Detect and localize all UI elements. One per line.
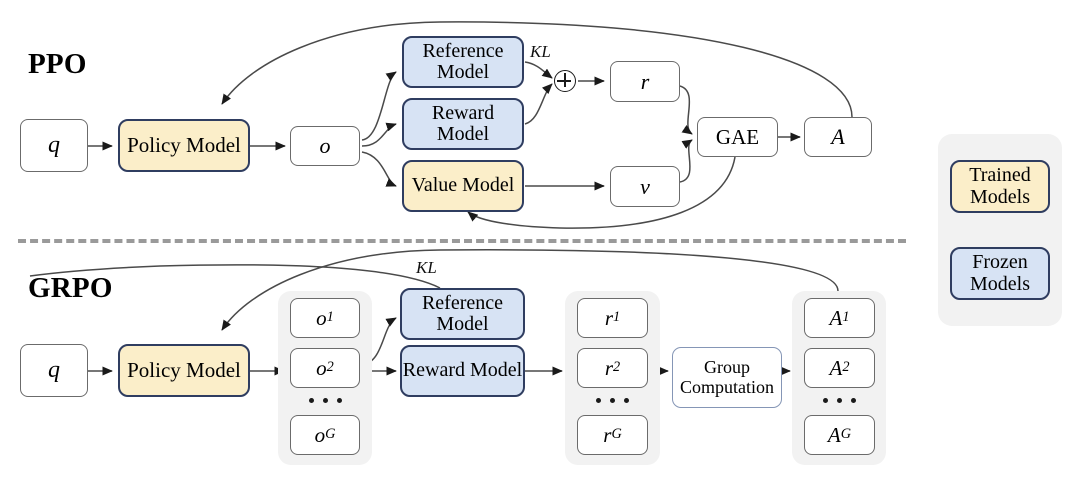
grpo-output-2-base: o [316, 355, 327, 380]
grpo-advantage-ellipsis [804, 392, 875, 408]
grpo-output-ellipsis [290, 392, 360, 408]
grpo-advantage-2-base: A [829, 355, 843, 380]
grpo-output-g-sub: G [325, 426, 336, 443]
grpo-output-1-base: o [316, 305, 327, 330]
ppo-node-r[interactable]: r [610, 61, 680, 102]
grpo-node-group-computation[interactable]: Group Computation [672, 347, 782, 408]
ppo-node-reference-model[interactable]: Reference Model [402, 36, 524, 88]
grpo-node-q[interactable]: q [20, 344, 88, 397]
section-divider [18, 239, 906, 243]
ppo-node-v[interactable]: v [610, 166, 680, 207]
grpo-advantage-1-base: A [829, 305, 843, 330]
grpo-reward-g-base: r [603, 422, 612, 447]
ppo-node-value-model[interactable]: Value Model [402, 160, 524, 212]
grpo-reward-ellipsis [577, 392, 648, 408]
ppo-kl-label: KL [530, 42, 551, 61]
grpo-output-2-sub: 2 [326, 359, 334, 376]
ppo-node-reward-model[interactable]: Reward Model [402, 98, 524, 150]
grpo-reward-2-base: r [604, 355, 614, 380]
grpo-node-reference-model[interactable]: Reference Model [400, 288, 525, 340]
legend-frozen-models: Frozen Models [950, 247, 1050, 300]
grpo-advantage-g-base: A [827, 422, 841, 447]
ppo-node-gae[interactable]: GAE [697, 117, 778, 157]
grpo-kl-label: KL [416, 258, 437, 277]
ppo-node-policy-model[interactable]: Policy Model [118, 119, 250, 172]
grpo-reward-g-sub: G [611, 426, 622, 443]
ppo-node-a[interactable]: A [804, 117, 872, 157]
grpo-node-policy-model[interactable]: Policy Model [118, 344, 250, 397]
ppo-node-o[interactable]: o [290, 126, 360, 166]
grpo-output-g-base: o [314, 422, 326, 447]
ppo-node-q[interactable]: q [20, 119, 88, 172]
grpo-output-1-sub: 1 [326, 309, 334, 326]
circled-plus-icon [554, 70, 576, 92]
grpo-advantage-2-sub: 2 [842, 359, 850, 376]
grpo-node-reward-model[interactable]: Reward Model [400, 345, 525, 397]
legend-trained-models: Trained Models [950, 160, 1050, 213]
grpo-advantage-1-sub: 1 [842, 309, 850, 326]
grpo-reward-2-sub: 2 [613, 359, 621, 376]
grpo-reward-1-base: r [604, 305, 614, 330]
grpo-reward-1-sub: 1 [613, 309, 621, 326]
ppo-title: PPO [28, 48, 87, 80]
grpo-advantage-g-sub: G [840, 426, 852, 443]
grpo-title: GRPO [28, 272, 113, 304]
